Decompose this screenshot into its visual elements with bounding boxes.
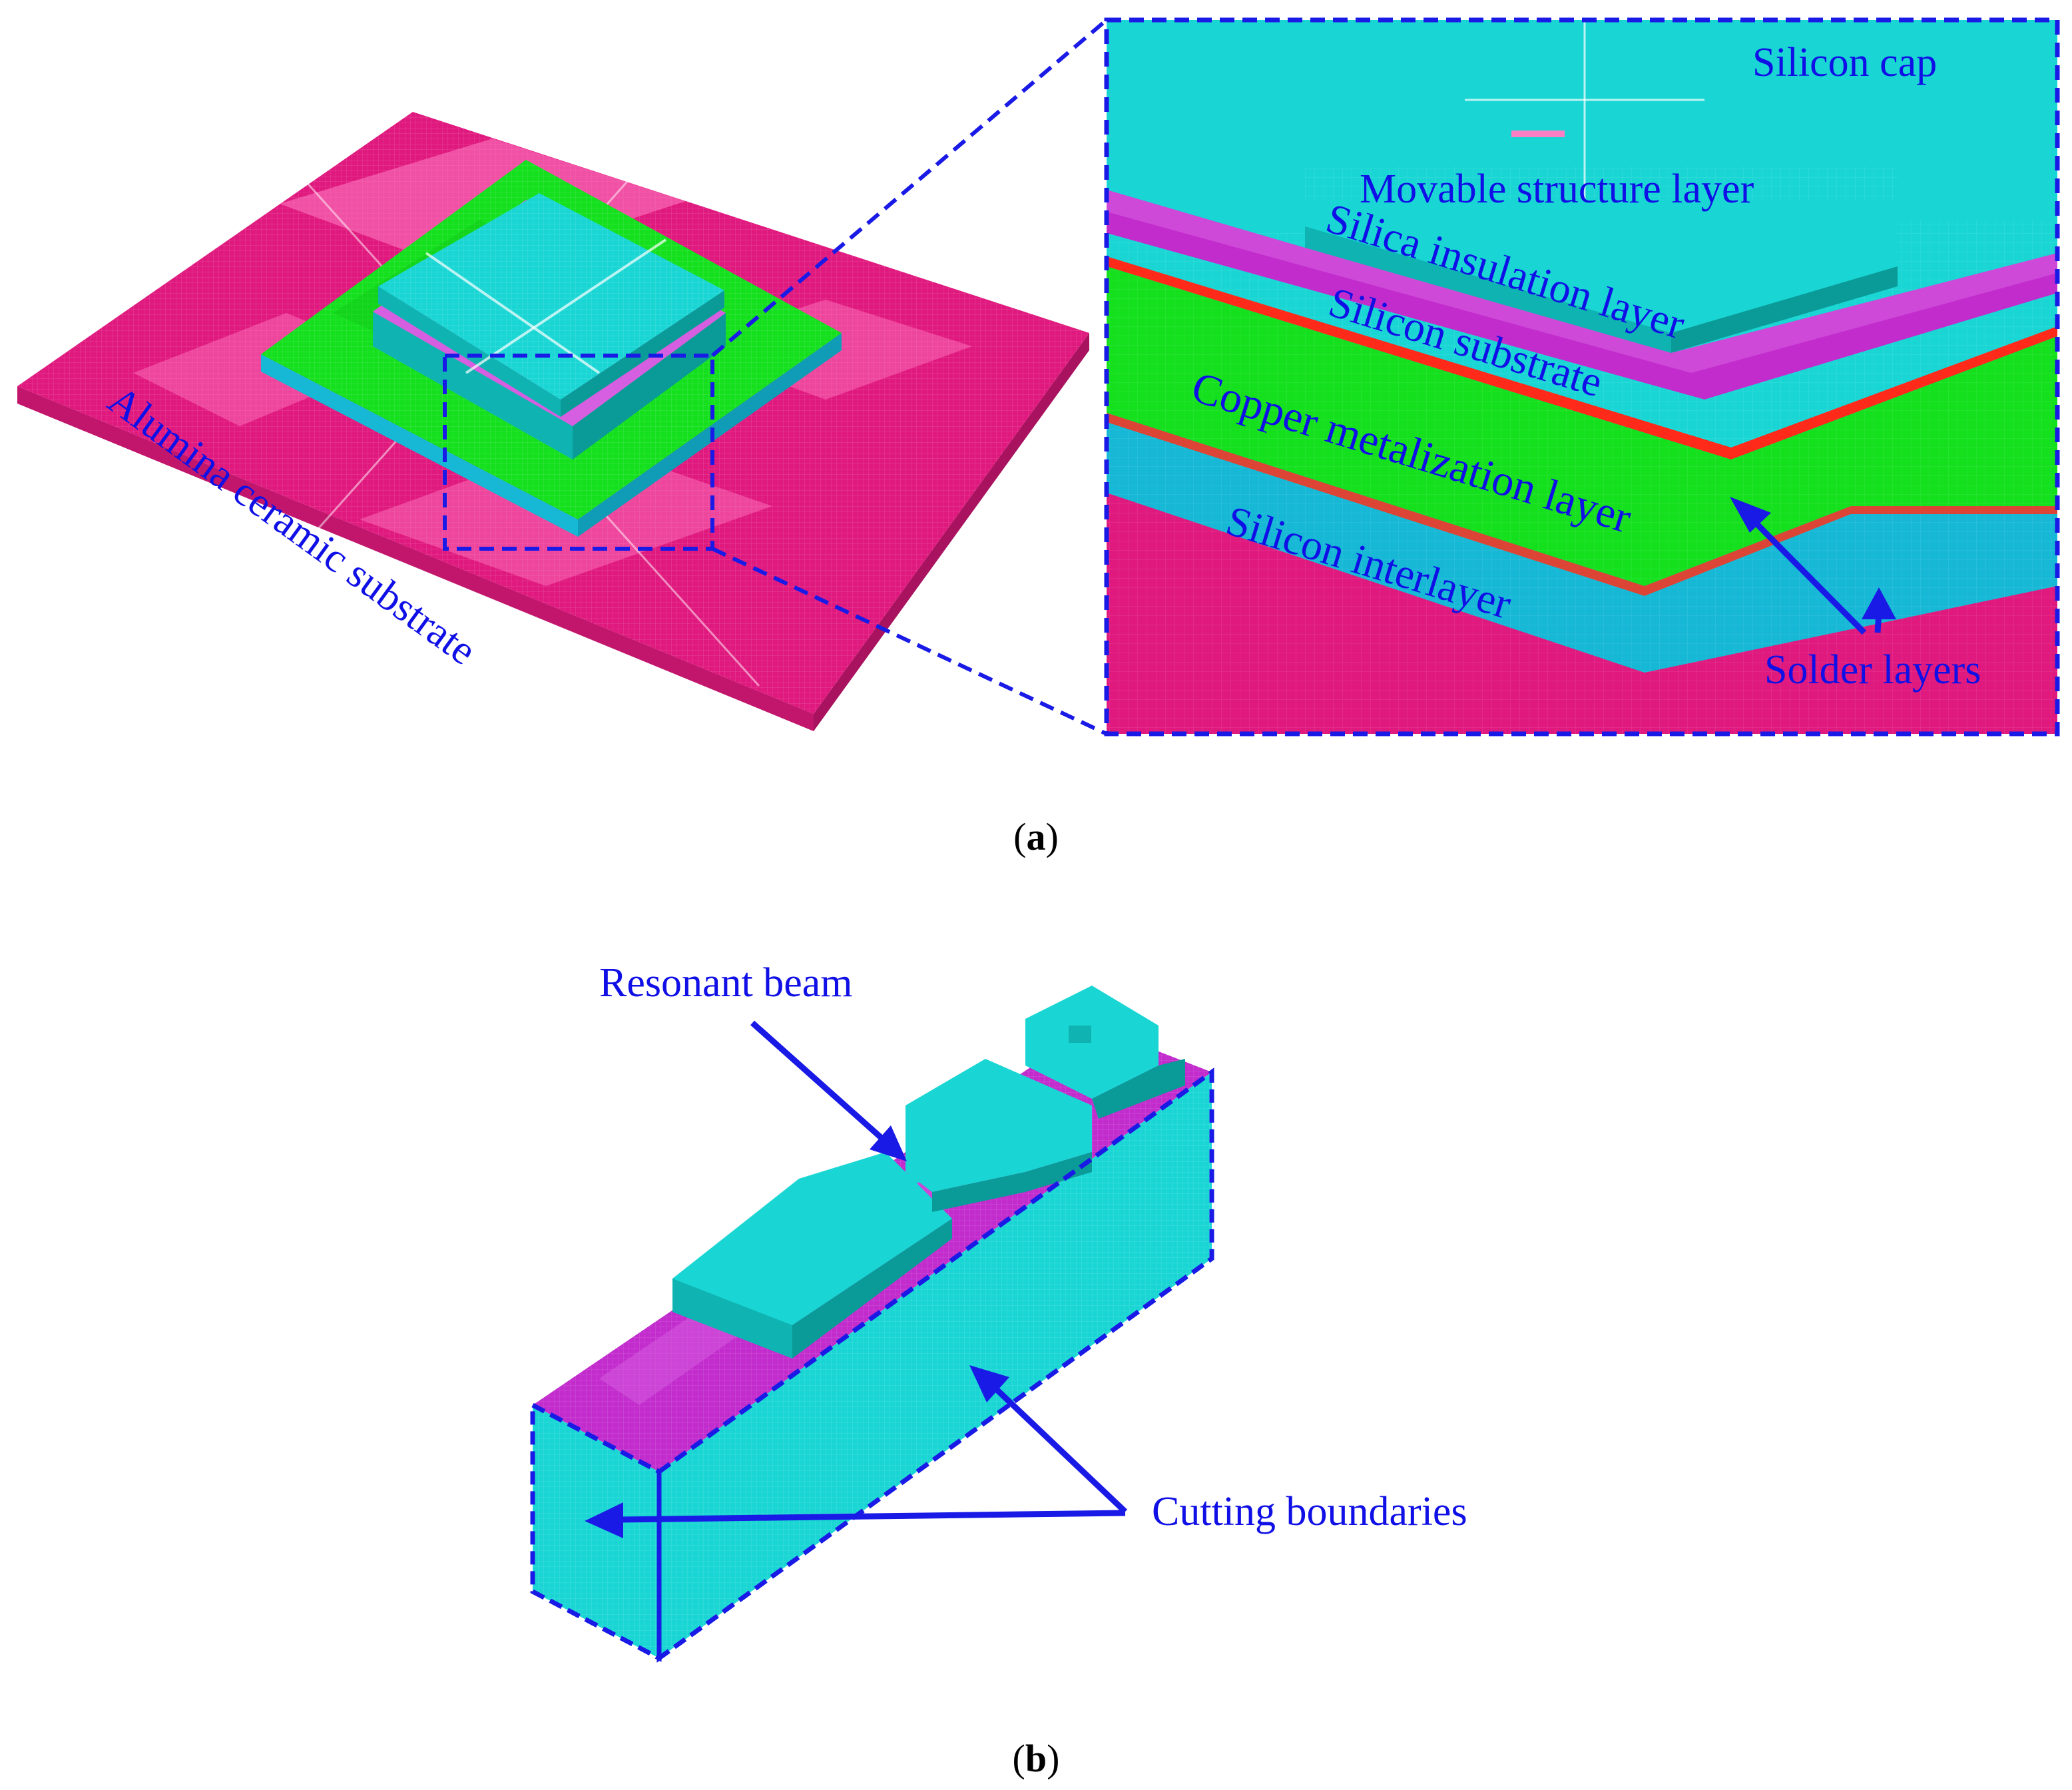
inset-zoom-view bbox=[1107, 20, 2057, 734]
mems-chip-stack bbox=[373, 193, 726, 459]
caption-b: (b) bbox=[1013, 1737, 1060, 1780]
zoom-connector-top bbox=[711, 18, 1108, 358]
anchor-block-right bbox=[1025, 986, 1185, 1119]
silicon-cap-label: Silicon cap bbox=[1752, 40, 1937, 85]
silicon-interlayer bbox=[1107, 422, 2057, 673]
alumina-substrate-inset bbox=[1107, 493, 2057, 734]
zoom-connector-bottom bbox=[711, 547, 1108, 736]
cutting-boundaries-label: Cutting boundaries bbox=[1152, 1489, 1467, 1534]
resonant-beam-label: Resonant beam bbox=[599, 960, 853, 1006]
solder-arrows bbox=[1730, 497, 1896, 635]
zoom-region-box bbox=[443, 354, 714, 551]
solder-layers-label: Solder layers bbox=[1764, 647, 1981, 693]
silica-insulation-layer bbox=[1107, 190, 2057, 400]
movable-structure-layer bbox=[1305, 200, 1898, 353]
proof-mass-block bbox=[906, 1059, 1092, 1212]
resonant-beam-arrow bbox=[750, 1020, 907, 1161]
submodel-cut-block bbox=[530, 986, 1214, 1663]
copper-metalization-inset bbox=[1107, 266, 2057, 586]
anchor-block-left bbox=[672, 1152, 952, 1358]
caption-a: (a) bbox=[1013, 815, 1059, 858]
movable-layer-label: Movable structure layer bbox=[1360, 166, 1754, 212]
cutting-boundary-arrows bbox=[585, 1365, 1128, 1538]
package-assembly-model bbox=[17, 18, 1108, 736]
inset-frame bbox=[1104, 17, 2060, 737]
silicon-substrate-layer bbox=[1107, 233, 2057, 453]
cutting-boundary-side bbox=[656, 1067, 1214, 1663]
